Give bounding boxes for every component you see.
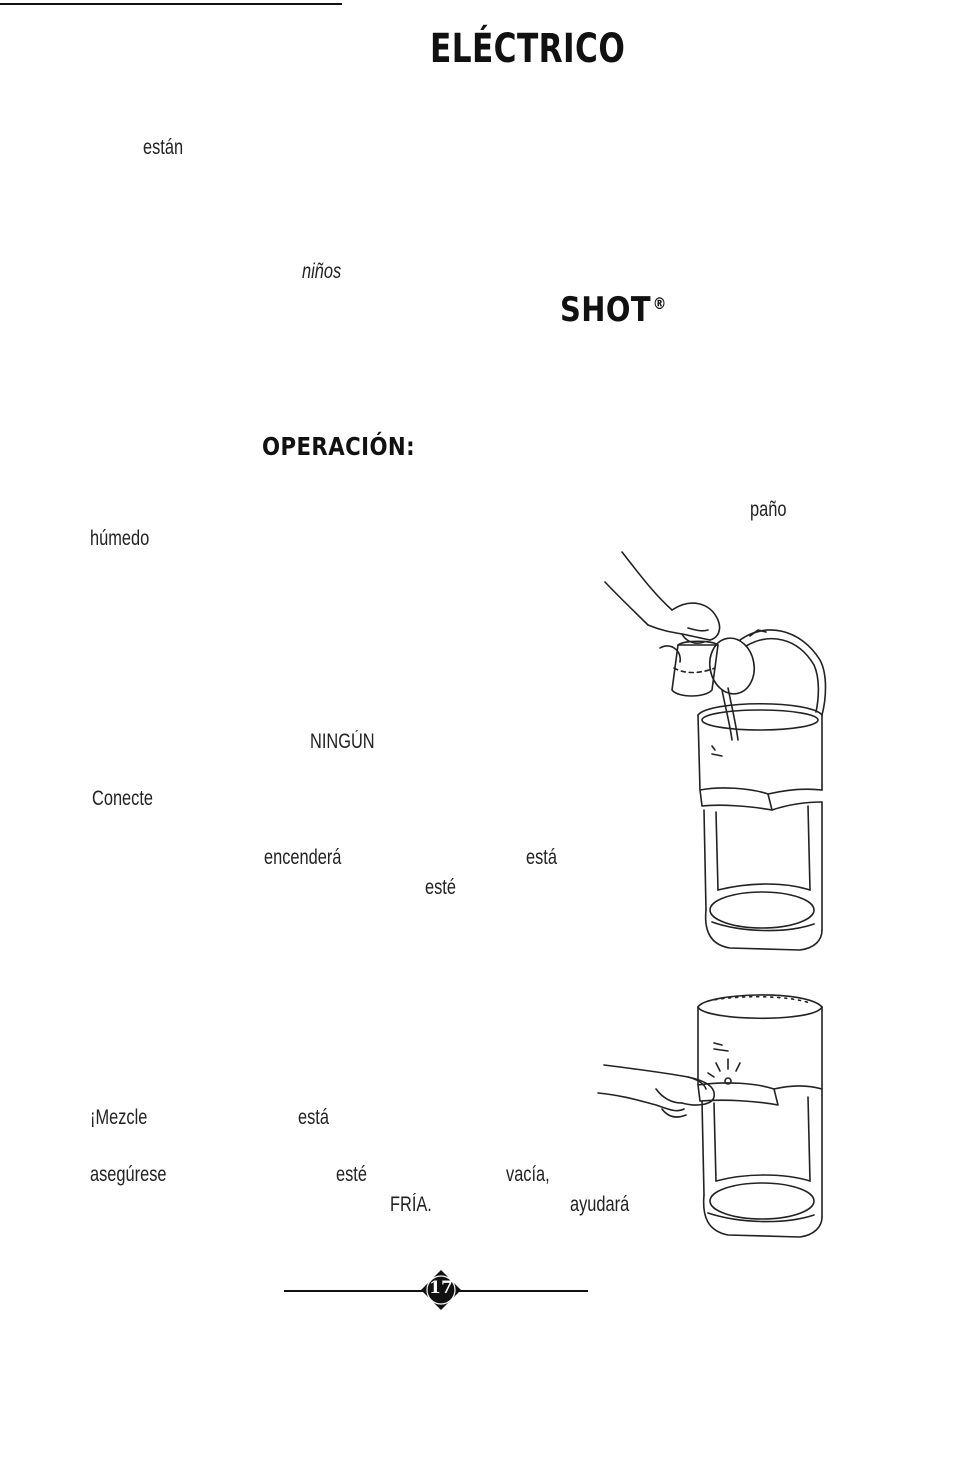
- word-conecte: Conecte: [92, 787, 154, 810]
- top-rule: [0, 3, 342, 5]
- word-vacia: vacía,: [506, 1163, 550, 1186]
- registered-mark: ®: [652, 294, 667, 313]
- word-asegurese: asegúrese: [90, 1163, 167, 1186]
- page-number-text: 17: [429, 1278, 453, 1298]
- word-fria: FRÍA.: [390, 1193, 432, 1216]
- page-number-rule-left: [284, 1290, 426, 1292]
- page-number: 17: [280, 1268, 590, 1312]
- word-este-1: esté: [425, 876, 456, 899]
- page-number-badge: [421, 1270, 461, 1310]
- word-esta-2: está: [298, 1106, 329, 1129]
- word-ayudara: ayudará: [570, 1193, 630, 1216]
- word-mezcle: ¡Mezcle: [90, 1106, 148, 1129]
- word-este-2: esté: [336, 1163, 367, 1186]
- section-heading-electrico: ELÉCTRICO: [430, 26, 626, 72]
- section-heading-shot: SHOT®: [560, 290, 667, 330]
- word-esta-1: está: [526, 846, 557, 869]
- section-heading-operacion: OPERACIÓN:: [262, 432, 416, 461]
- word-estan: están: [143, 136, 184, 159]
- word-ninos: niños: [302, 260, 342, 283]
- page-number-rule-right: [456, 1290, 588, 1292]
- shot-text: SHOT: [560, 290, 651, 330]
- pouring-water-illustration: [604, 551, 827, 951]
- word-encendera: encenderá: [264, 846, 342, 869]
- pressing-switch-illustration: [597, 994, 823, 1238]
- word-ningun: NINGÚN: [310, 730, 375, 753]
- word-pano: paño: [750, 498, 787, 521]
- word-humedo: húmedo: [90, 527, 150, 550]
